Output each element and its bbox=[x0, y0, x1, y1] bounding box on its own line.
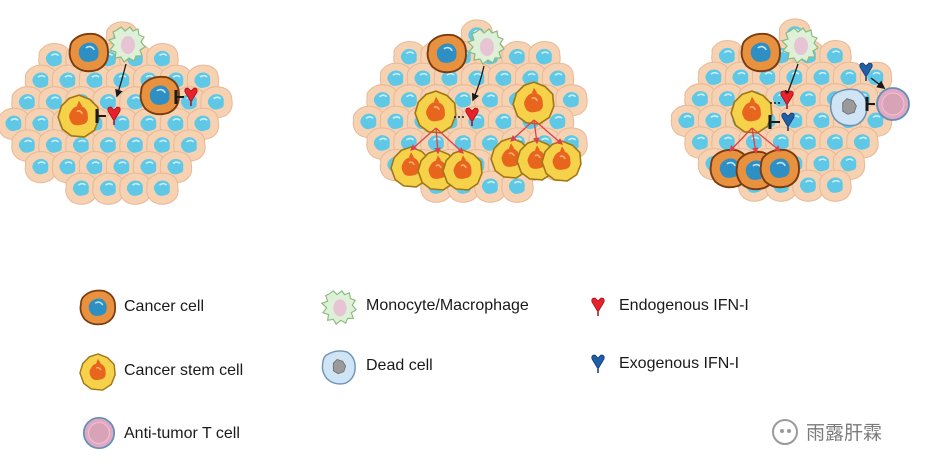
cancer-cell bbox=[426, 33, 467, 74]
legend-endogenous-ifn: Endogenous IFN-I bbox=[619, 297, 749, 315]
proliferation-arrow bbox=[434, 127, 441, 155]
differentiation-arrow bbox=[729, 127, 753, 152]
legend-label: Exogenous IFN-I bbox=[619, 355, 740, 372]
legend-label: Cancer stem cell bbox=[124, 362, 244, 379]
legend-dead-cell: Dead cell bbox=[366, 357, 433, 375]
activation-arrow bbox=[115, 63, 127, 98]
differentiation-arrow bbox=[751, 127, 759, 155]
proliferation-arrow bbox=[410, 127, 437, 151]
legend-label: Endogenous IFN-I bbox=[619, 297, 749, 314]
tumor-cell bbox=[818, 169, 852, 203]
activation-arrow bbox=[471, 65, 485, 102]
legend-monocyte-macrophage: Monocyte/Macrophage bbox=[366, 297, 529, 315]
legend-label: Anti-tumor T cell bbox=[124, 425, 240, 442]
dead-cell-icon bbox=[321, 350, 356, 385]
legend-exogenous-ifn: Exogenous IFN-I bbox=[619, 355, 739, 373]
panel-stem-cell-expansion bbox=[352, 19, 588, 204]
legend-label: Cancer cell bbox=[124, 298, 205, 315]
watermark-text: 雨露肝霖 bbox=[806, 422, 883, 444]
differentiation-arrow bbox=[751, 127, 782, 152]
legend-anti-tumor-t-cell: Anti-tumor T cell bbox=[124, 425, 240, 443]
dead-cell bbox=[829, 88, 868, 127]
endogenous-ifn-icon bbox=[591, 297, 605, 317]
panel-untreated-tumor bbox=[0, 21, 233, 206]
legend-label: Dead cell bbox=[366, 357, 433, 374]
cancer-stem-cell-icon bbox=[79, 353, 116, 391]
cancer-cell-icon bbox=[79, 289, 117, 326]
legend-cancer-stem-cell: Cancer stem cell bbox=[124, 362, 243, 380]
cancer-cell bbox=[740, 32, 781, 73]
legend-cancer-cell: Cancer cell bbox=[124, 298, 204, 316]
cancer-cell bbox=[139, 75, 180, 116]
t-cell bbox=[876, 87, 910, 121]
exogenous-ifn-icon bbox=[591, 354, 605, 374]
proliferation-arrow bbox=[510, 119, 535, 142]
anti-tumor-t-cell-icon bbox=[82, 416, 116, 450]
watermark: 雨露肝霖 bbox=[772, 418, 882, 445]
monocyte-macrophage-icon bbox=[321, 290, 357, 325]
proliferation-arrow bbox=[435, 127, 464, 154]
proliferation-arrow bbox=[533, 119, 563, 145]
cancer-cell bbox=[759, 148, 800, 189]
tumor-cell bbox=[145, 172, 179, 206]
cancer-cell bbox=[68, 32, 109, 73]
activation-arrow bbox=[870, 77, 886, 90]
legend-label: Monocyte/Macrophage bbox=[366, 297, 529, 314]
wechat-icon bbox=[772, 418, 798, 445]
proliferation-arrow bbox=[533, 119, 540, 145]
panel-exogenous-ifn-treatment bbox=[670, 18, 910, 203]
